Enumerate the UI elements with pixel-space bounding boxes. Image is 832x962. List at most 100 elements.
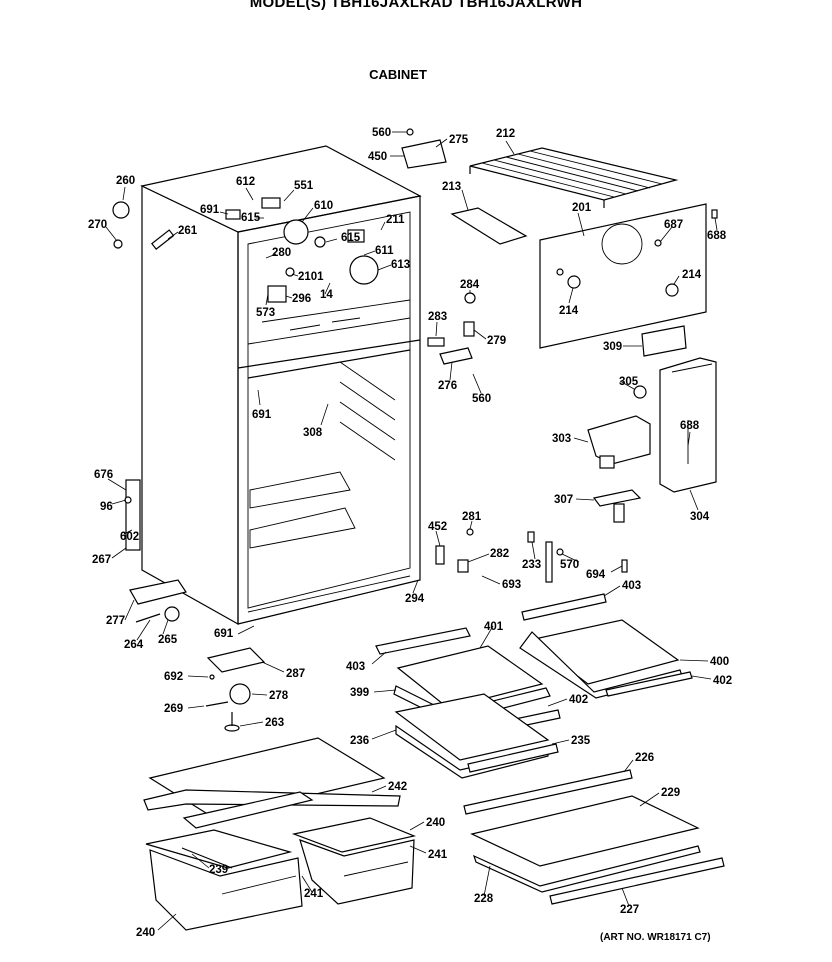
callout-278: 278	[269, 690, 289, 702]
callout-283: 283	[428, 311, 447, 323]
callout-688: 688	[680, 420, 700, 432]
callout-236: 236	[350, 735, 369, 747]
callout-279: 279	[487, 335, 506, 347]
callout-275: 275	[449, 134, 469, 146]
callout-228: 228	[474, 893, 494, 905]
callout-284: 284	[460, 279, 480, 291]
callout-213: 213	[442, 181, 461, 193]
cabinet-body	[140, 145, 422, 626]
callout-676: 676	[94, 469, 113, 481]
callout-402: 402	[713, 675, 732, 687]
callout-570: 570	[560, 559, 579, 571]
callout-615: 615	[341, 232, 361, 244]
callout-212: 212	[496, 128, 515, 140]
callout-269: 269	[164, 703, 183, 715]
callout-214: 214	[682, 269, 702, 281]
callout-305: 305	[619, 376, 639, 388]
callout-263: 263	[265, 717, 284, 729]
callout-numbers: 560 275 450 212 260 270 612 551 691 615 …	[88, 127, 732, 939]
callout-452: 452	[428, 521, 447, 533]
callout-612: 612	[236, 176, 255, 188]
callout-403: 403	[346, 661, 365, 673]
callout-229: 229	[661, 787, 680, 799]
callout-613: 613	[391, 259, 410, 271]
damper-control	[592, 489, 642, 507]
callout-450: 450	[368, 151, 387, 163]
callout-691: 691	[200, 204, 220, 216]
control-housing	[633, 357, 717, 493]
callout-693: 693	[502, 579, 521, 591]
lower-glass-shelf	[463, 769, 725, 905]
callout-287: 287	[286, 668, 305, 680]
callout-304: 304	[690, 511, 710, 523]
callout-307: 307	[554, 494, 573, 506]
callout-692: 692	[164, 671, 183, 683]
wire-shelf	[469, 147, 679, 208]
ice-tray	[450, 207, 528, 245]
callout-227: 227	[620, 904, 639, 916]
callout-303: 303	[552, 433, 571, 445]
callout-691: 691	[214, 628, 234, 640]
air-diffuser	[587, 415, 651, 465]
model-title: MODEL(S) TBH16JAXLRAD TBH16JAXLRWH	[249, 0, 583, 11]
callout-233: 233	[522, 559, 541, 571]
light-shield	[641, 325, 687, 357]
callout-687: 687	[664, 219, 683, 231]
callout-240: 240	[426, 817, 445, 829]
callout-235: 235	[571, 735, 591, 747]
callout-14: 14	[320, 289, 333, 301]
callout-2101: 2101	[298, 271, 324, 283]
callout-276: 276	[438, 380, 457, 392]
callout-265: 265	[158, 634, 178, 646]
callout-226: 226	[635, 752, 654, 764]
freezer-back-panel	[539, 203, 718, 349]
callout-694: 694	[586, 569, 606, 581]
callout-308: 308	[303, 427, 323, 439]
callout-309: 309	[603, 341, 622, 353]
callout-560: 560	[372, 127, 391, 139]
callout-560: 560	[472, 393, 491, 405]
art-number: (ART NO. WR18171 C7)	[600, 932, 711, 943]
crisper-assembly	[143, 737, 417, 931]
callout-688: 688	[707, 230, 727, 242]
glass-shelves	[375, 593, 693, 737]
callout-242: 242	[388, 781, 407, 793]
callout-602: 602	[120, 531, 139, 543]
callout-282: 282	[490, 548, 509, 560]
callout-403: 403	[622, 580, 641, 592]
callout-401: 401	[484, 621, 504, 633]
callout-573: 573	[256, 307, 275, 319]
callout-691: 691	[252, 409, 272, 421]
section-title: CABINET	[369, 67, 427, 82]
callout-551: 551	[294, 180, 314, 192]
callout-211: 211	[386, 214, 405, 226]
callout-270: 270	[88, 219, 107, 231]
callout-96: 96	[100, 501, 113, 513]
callout-264: 264	[124, 639, 144, 651]
callout-296: 296	[292, 293, 311, 305]
callout-400: 400	[710, 656, 729, 668]
cabinet-hardware	[112, 128, 447, 623]
leveling-hardware	[205, 647, 266, 732]
callout-240: 240	[136, 927, 155, 939]
callout-241: 241	[304, 888, 324, 900]
callout-214: 214	[559, 305, 579, 317]
callout-280: 280	[272, 247, 291, 259]
callout-260: 260	[116, 175, 135, 187]
callout-399: 399	[350, 687, 369, 699]
callout-241: 241	[428, 849, 448, 861]
callout-610: 610	[314, 200, 333, 212]
meat-pan	[394, 693, 559, 779]
leader-lines	[105, 131, 718, 931]
callout-277: 277	[106, 615, 125, 627]
callout-402: 402	[569, 694, 588, 706]
callout-267: 267	[92, 554, 111, 566]
callout-611: 611	[375, 245, 394, 257]
callout-281: 281	[462, 511, 482, 523]
callout-615: 615	[241, 212, 261, 224]
callout-239: 239	[209, 864, 228, 876]
callout-261: 261	[178, 225, 198, 237]
callout-201: 201	[572, 202, 592, 214]
callout-294: 294	[405, 593, 425, 605]
